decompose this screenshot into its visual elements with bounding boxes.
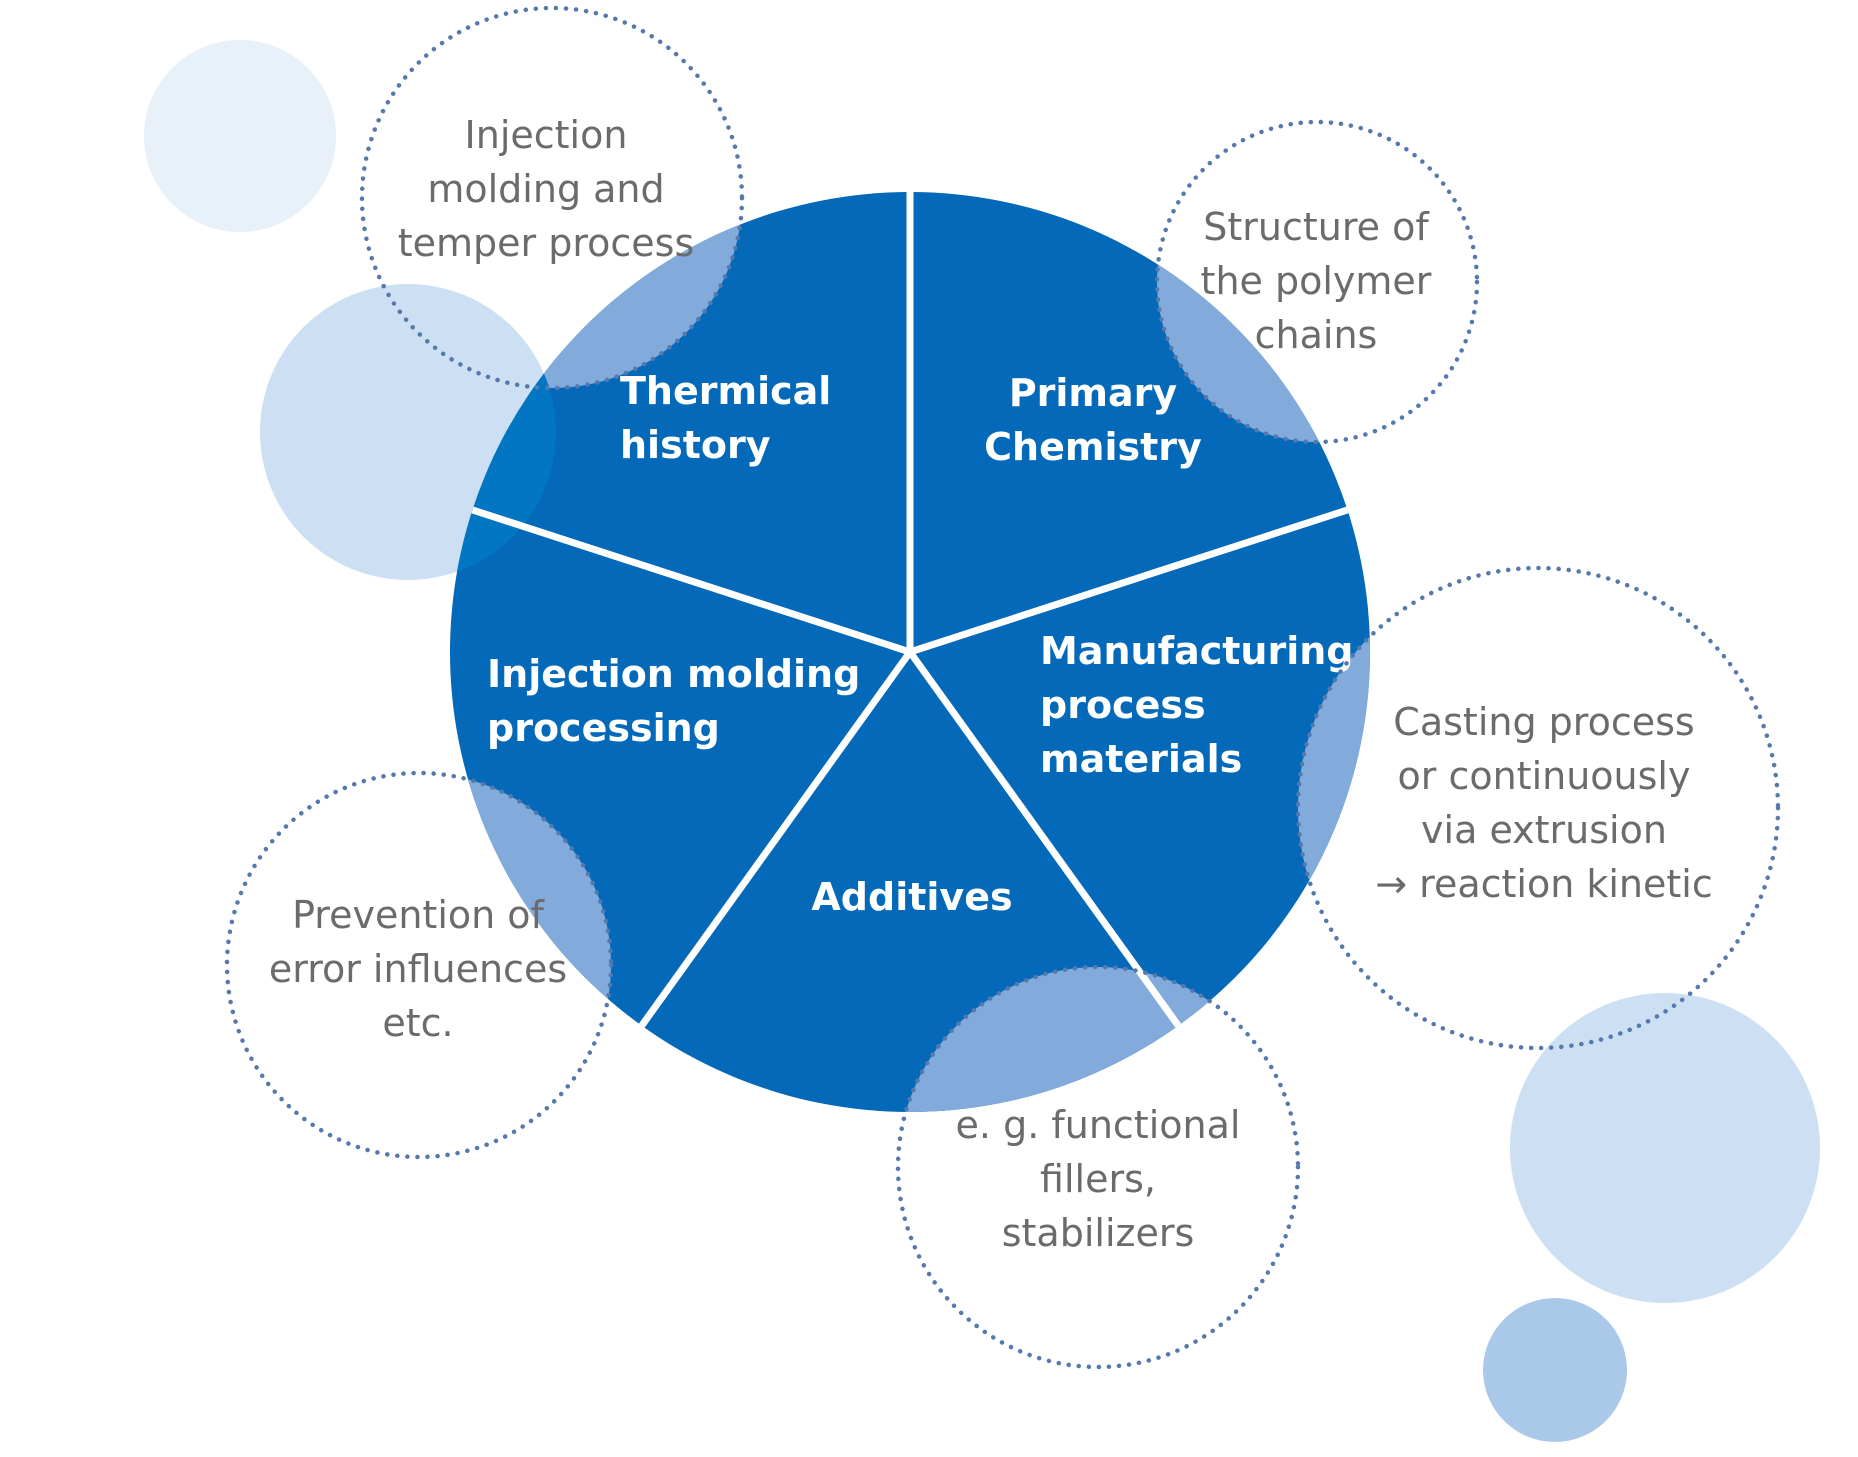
text-line: stabilizers xyxy=(1002,1211,1195,1255)
text-line: via extrusion xyxy=(1421,808,1667,852)
text-line: the polymer xyxy=(1201,259,1432,303)
text-line: Casting process xyxy=(1393,700,1694,744)
segment-label-additives: Additives xyxy=(811,875,1012,919)
note-functional-fillers: e. g. functional fillers, stabilizers xyxy=(956,1103,1241,1255)
dotted-note-ring-injection-molding-temper xyxy=(359,5,745,391)
text-line: or continuously xyxy=(1398,754,1691,798)
segment-label-manufacturing-process-materials: Manufacturing process materials xyxy=(1040,629,1354,781)
text-line: Manufacturing xyxy=(1040,629,1354,673)
dotted-note-ring-functional-fillers xyxy=(895,964,1301,1370)
decorative-bubble-bottom-right-small xyxy=(1483,1298,1627,1442)
text-line: fillers, xyxy=(1040,1157,1156,1201)
text-line: Primary xyxy=(1009,371,1178,415)
text-line: error influences xyxy=(269,947,567,991)
text-line: Injection xyxy=(465,113,628,157)
segment-label-injection-molding-processing: Injection molding processing xyxy=(487,652,860,750)
dotted-note-ring-casting-process xyxy=(1295,565,1781,1051)
text-line: process xyxy=(1040,683,1206,727)
note-injection-molding-temper: Injection molding and temper process xyxy=(398,113,695,265)
text-line: temper process xyxy=(398,221,695,265)
text-line: processing xyxy=(487,706,720,750)
text-line: Prevention of xyxy=(292,893,545,937)
note-error-influences: Prevention of error influences etc. xyxy=(269,893,567,1045)
text-line: history xyxy=(620,423,771,467)
segment-label-thermical-history: Thermical history xyxy=(620,369,831,467)
note-casting-process: Casting process or continuously via extrus… xyxy=(1375,700,1713,906)
dotted-note-ring-polymer-chains xyxy=(1154,119,1480,445)
text-line: → reaction kinetic xyxy=(1375,862,1713,906)
segment-dividers xyxy=(450,192,1370,1045)
note-polymer-chains: Structure of the polymer chains xyxy=(1201,205,1432,357)
text-line: e. g. functional xyxy=(956,1103,1241,1147)
text-line: Thermical xyxy=(620,369,831,413)
text-line: Injection molding xyxy=(487,652,860,696)
dotted-note-ring-error-influences xyxy=(224,770,614,1160)
text-line: Structure of xyxy=(1203,205,1430,249)
text-line: Additives xyxy=(811,875,1012,919)
segment-thermical-history xyxy=(460,192,910,652)
text-line: materials xyxy=(1040,737,1242,781)
segment-primary-chemistry xyxy=(910,192,1360,652)
text-line: molding and xyxy=(427,167,664,211)
decorative-bubble-top-left xyxy=(144,40,336,232)
decorative-bubble-bottom-right xyxy=(1510,993,1820,1303)
segment-manufacturing-process-materials xyxy=(910,506,1370,1030)
text-line: Chemistry xyxy=(984,425,1202,469)
text-line: etc. xyxy=(382,1001,453,1045)
text-line: chains xyxy=(1255,313,1378,357)
